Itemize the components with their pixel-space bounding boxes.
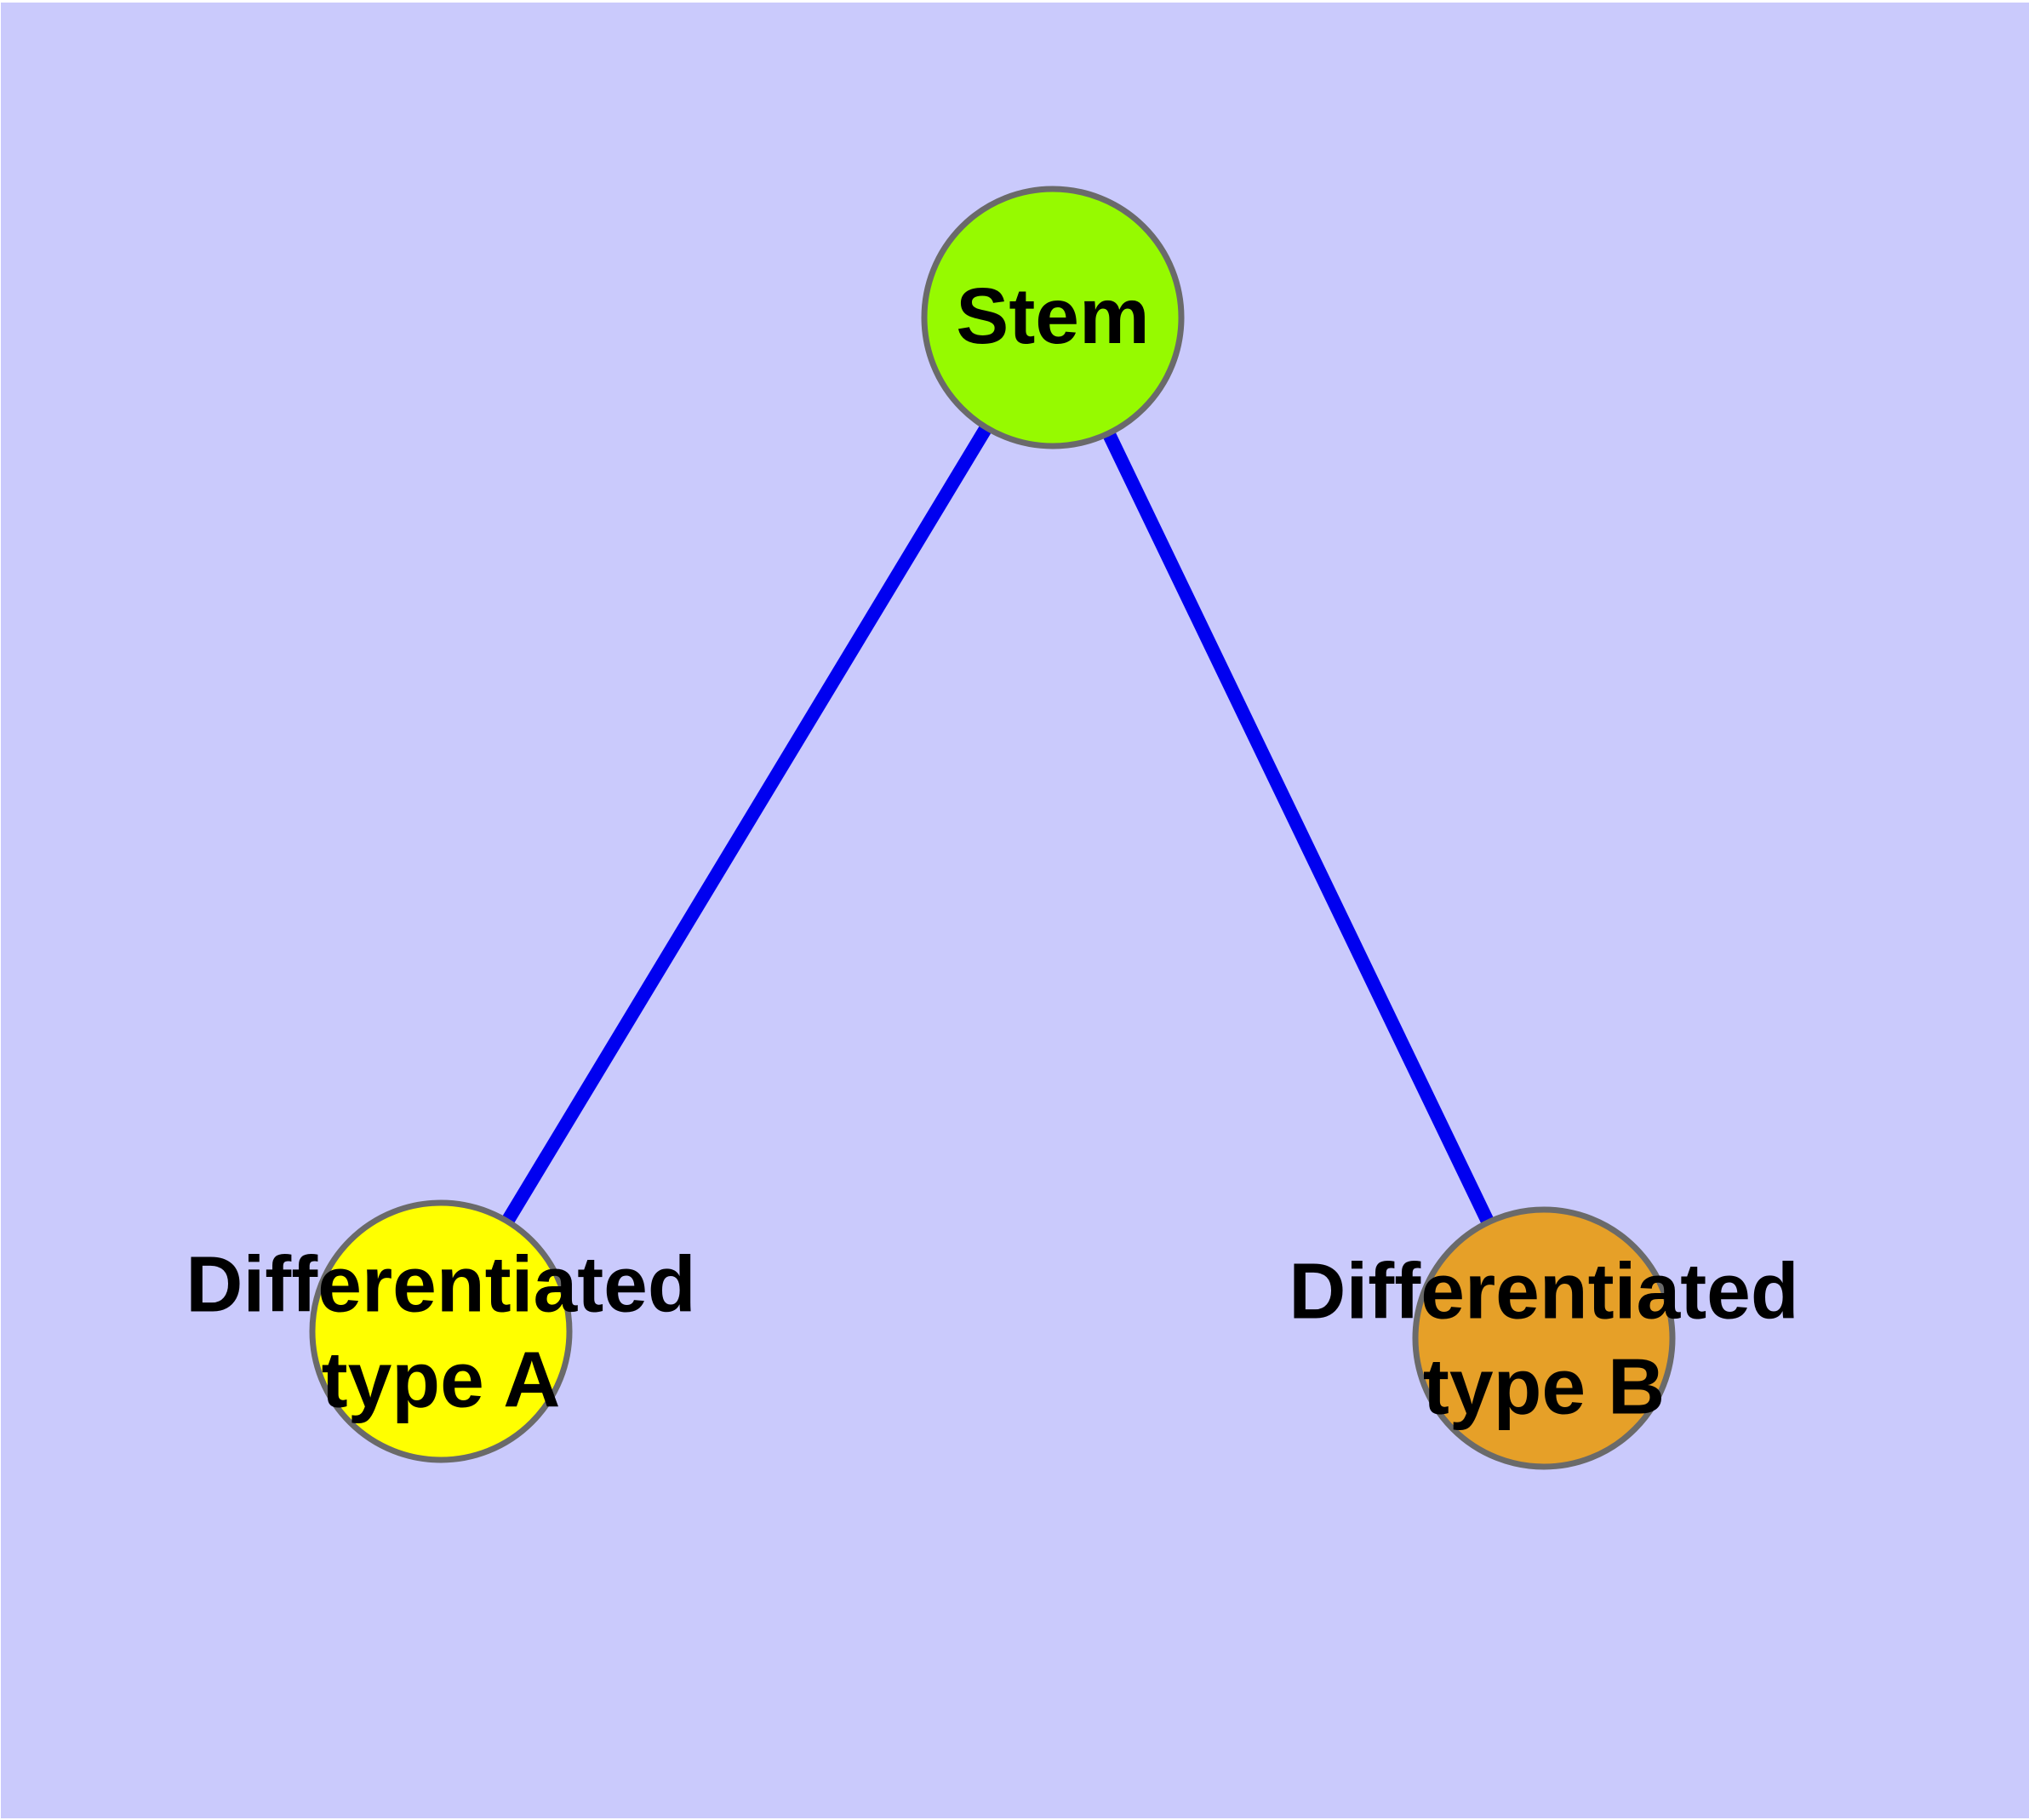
node-stem-circle bbox=[921, 186, 1185, 449]
edge-stem-to-type-a bbox=[435, 313, 1059, 1336]
node-type-b-label-line-1: Differentiated bbox=[1289, 1246, 1799, 1336]
node-differentiated-type-a-label: Differentiated type A bbox=[186, 1237, 695, 1427]
node-stem-label-line-1: Stem bbox=[956, 272, 1150, 361]
node-differentiated-type-b-circle bbox=[1412, 1206, 1676, 1470]
node-type-a-label-line-1: Differentiated bbox=[186, 1239, 696, 1329]
node-differentiated-type-a-circle bbox=[309, 1199, 573, 1463]
node-differentiated-type-b-label: Differentiated type B bbox=[1289, 1244, 1798, 1434]
node-type-b-label-line-2: type B bbox=[1422, 1342, 1666, 1430]
node-type-a-label-line-2: type A bbox=[321, 1335, 561, 1423]
node-stem-label: Stem bbox=[956, 269, 1149, 364]
edge-stem-to-type-b bbox=[1046, 314, 1551, 1342]
